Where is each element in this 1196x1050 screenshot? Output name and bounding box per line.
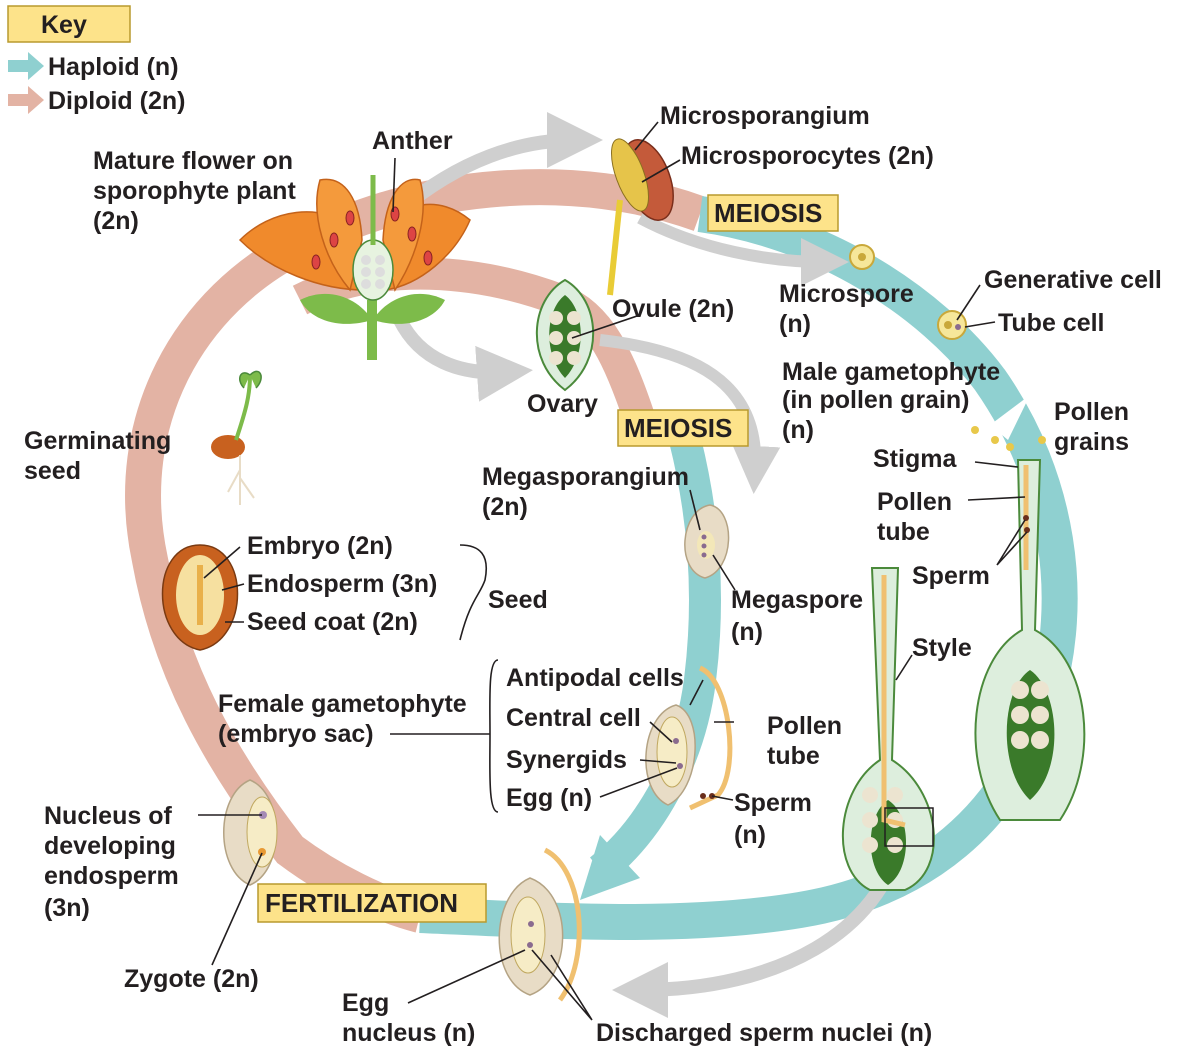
pollen-grains-label-line1: Pollen: [1054, 398, 1129, 426]
ovule-label: Ovule (2n): [612, 295, 734, 323]
endosperm-label: Endosperm (3n): [247, 570, 437, 598]
mature-flower-label-line2: sporophyte plant: [93, 177, 296, 205]
central-cell-label: Central cell: [506, 704, 641, 732]
germinating-seed-illustration: [211, 370, 262, 505]
pollen-grains-label-line2: grains: [1054, 428, 1129, 456]
female-gametophyte-label-line2: (embryo sac): [218, 720, 374, 748]
pollen-grains-illustration: [971, 426, 1046, 451]
haploid-female-band: [589, 436, 721, 883]
style-pistil-illustration: [841, 567, 935, 891]
mature-flower-illustration: [238, 175, 471, 360]
nucleus-endosperm-label-line1: Nucleus of: [44, 802, 172, 830]
discharged-sperm-label: Discharged sperm nuclei (n): [596, 1019, 932, 1047]
megasporangium-label-line2: (2n): [482, 493, 528, 521]
synergids-label: Synergids: [506, 746, 627, 774]
sperm-mid-label-line1: Sperm: [734, 789, 812, 817]
fertilization-box: FERTILIZATION: [257, 883, 487, 923]
male-gametophyte-label-line3: (n): [782, 416, 814, 444]
fertilization-label: FERTILIZATION: [265, 888, 458, 918]
key-legend: Key Haploid (n) Diploid (2n): [7, 5, 185, 115]
germinating-seed-label-line1: Germinating: [24, 427, 171, 455]
megaspore-label-line2: (n): [731, 618, 763, 646]
stigma-label: Stigma: [873, 445, 957, 473]
meiosis-female-box: MEIOSIS: [617, 409, 749, 447]
microsporangium-illustration: [607, 138, 674, 296]
sperm-top-label: Sperm: [912, 562, 990, 590]
haploid-arrow-icon: [8, 52, 44, 80]
megaspore-label-line1: Megaspore: [731, 586, 863, 614]
ovary-illustration: [535, 278, 595, 392]
seed-illustration: [161, 544, 239, 651]
sperm-mid-label-line2: (n): [734, 821, 766, 849]
flower-to-ovary-arrow: [393, 316, 533, 402]
male-gametophyte-label-line1: Male gametophyte: [782, 358, 1000, 386]
microsporocytes-label: Microsporocytes (2n): [681, 142, 934, 170]
diploid-label: Diploid (2n): [48, 87, 185, 115]
diploid-arrow-icon: [8, 86, 44, 114]
megasporangium-label-line1: Megasporangium: [482, 463, 689, 491]
pollen-tube-mid-label-line2: tube: [767, 742, 820, 770]
megasporangium-illustration: [684, 504, 730, 579]
meiosis-male-box: MEIOSIS: [707, 194, 839, 232]
haploid-label: Haploid (n): [48, 53, 179, 81]
key-title: Key: [41, 11, 87, 39]
ovary-label: Ovary: [527, 390, 598, 418]
microspore-illustration: [849, 244, 875, 270]
pollen-tube-top-label-line2: tube: [877, 518, 930, 546]
labels: Anther Mature flower on sporophyte plant…: [24, 102, 1162, 1047]
germinating-seed-label-line2: seed: [24, 457, 81, 485]
pistil-pollen-tube-illustration: [974, 459, 1086, 821]
diploid-cycle-band: [125, 169, 707, 933]
egg-nucleus-label-line1: Egg: [342, 989, 389, 1017]
pollen-tube-mid-label-line1: Pollen: [767, 712, 842, 740]
mature-flower-label-line1: Mature flower on: [93, 147, 293, 175]
meiosis-male-label: MEIOSIS: [714, 198, 822, 228]
key-title-box: [7, 5, 131, 43]
microspore-label-line1: Microspore: [779, 280, 914, 308]
female-gametophyte-label-line1: Female gametophyte: [218, 690, 467, 718]
leader-lines: [198, 121, 1028, 1021]
haploid-male-arrowhead: [990, 395, 1030, 440]
zygote-label: Zygote (2n): [124, 965, 259, 993]
nucleus-endosperm-label-line4: (3n): [44, 894, 90, 922]
egg-nucleus-label-line2: nucleus (n): [342, 1019, 475, 1047]
antipodal-cells-label: Antipodal cells: [506, 664, 684, 692]
male-gametophyte-label-line2: (in pollen grain): [782, 386, 970, 414]
microsporangium-label: Microsporangium: [660, 102, 870, 130]
male-gametophyte-illustration: [937, 310, 967, 340]
meiosis-female-label: MEIOSIS: [624, 413, 732, 443]
seed-coat-label: Seed coat (2n): [247, 608, 418, 636]
seed-label: Seed: [488, 586, 548, 614]
anther-label: Anther: [372, 127, 453, 155]
style-label: Style: [912, 634, 972, 662]
ovule-to-megasporangium-arrow: [599, 334, 781, 494]
nucleus-endosperm-label-line3: endosperm: [44, 862, 179, 890]
tube-cell-label: Tube cell: [998, 309, 1105, 337]
microspore-label-line2: (n): [779, 310, 811, 338]
pollen-tube-top-label-line1: Pollen: [877, 488, 952, 516]
microsporangium-to-microspore-arrow: [637, 212, 849, 286]
egg-label: Egg (n): [506, 784, 592, 812]
embryo-label: Embryo (2n): [247, 532, 393, 560]
mature-flower-label-line3: (2n): [93, 207, 139, 235]
haploid-female-arrowhead: [580, 835, 640, 900]
nucleus-endosperm-label-line2: developing: [44, 832, 176, 860]
generative-cell-label: Generative cell: [984, 266, 1162, 294]
